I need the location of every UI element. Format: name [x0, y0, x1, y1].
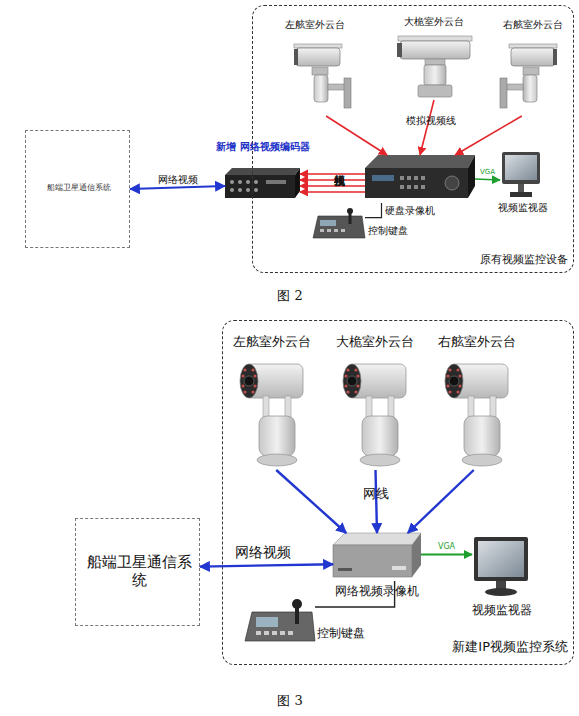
figure-caption: 图 3	[277, 692, 302, 710]
camera-illustration	[397, 36, 472, 97]
node-label: 右舷室外云台	[483, 19, 579, 31]
signal-connector	[455, 116, 522, 155]
signal-connector	[376, 470, 378, 533]
node-label: 控制键盘	[317, 626, 387, 640]
node-label: 网络视频录像机	[321, 584, 433, 598]
node-label: 新建IP视频监控系统	[413, 639, 568, 655]
signal-connector	[300, 185, 365, 187]
node-label: 船端卫星通信系统	[84, 553, 194, 589]
signal-connector	[300, 179, 365, 181]
keyboard-illustration	[245, 599, 315, 641]
signal-connector	[300, 191, 365, 193]
signal-connector	[408, 470, 474, 533]
ptz-camera: 右舷室外云台	[497, 38, 559, 116]
hard-disk-recorder: 硬盘录像机	[365, 155, 475, 203]
signal-connector	[300, 173, 365, 175]
camera-illustration	[294, 44, 351, 108]
node-label: 原有视频监控设备	[453, 253, 568, 266]
equipment-group: 新建IP视频监控系统左舷室外云台大桅室外云台右舷室外云台网络视频录像机视频监视器…	[222, 320, 574, 665]
connector-label: 模拟视频线	[406, 114, 456, 125]
signal-connector	[130, 186, 225, 189]
node-label: 右舷室外云台	[422, 334, 532, 350]
signal-connector	[420, 100, 434, 155]
ptz-camera: 大桅室外云台	[395, 35, 473, 100]
figure-caption: 图 2	[277, 287, 302, 305]
ptz-camera: 左舷室外云台	[235, 360, 310, 470]
connector-label: VGA	[438, 542, 455, 551]
signal-connector	[421, 554, 472, 556]
monitor-illustration	[502, 152, 540, 197]
signal-connector	[315, 581, 395, 607]
nvr-illustration	[333, 533, 421, 577]
network-video-recorder: 网络视频录像机	[333, 533, 421, 581]
keyboard-illustration	[313, 208, 365, 238]
connector-label: 网络视频	[235, 546, 291, 561]
node-label: 大桅室外云台	[320, 334, 430, 350]
ptz-camera: 大桅室外云台	[338, 360, 413, 470]
node-label: 船端卫星通信系统	[26, 183, 131, 192]
connector-label: 网线	[363, 486, 389, 500]
ptz-camera: 左舷室外云台	[292, 38, 354, 116]
node-label: 左舷室外云台	[217, 334, 327, 350]
control-keyboard: 控制键盘	[313, 208, 365, 240]
dvr-illustration	[365, 155, 475, 198]
monitor-illustration	[474, 537, 528, 596]
node-label: 视频监视器	[457, 603, 547, 617]
node-label: 硬盘录像机	[385, 205, 465, 217]
encoder-illustration	[225, 168, 300, 198]
control-keyboard: 控制键盘	[245, 598, 315, 643]
node-label: 大桅室外云台	[380, 16, 488, 28]
camera-illustration	[445, 364, 508, 466]
video-monitor: 视频监视器	[472, 535, 532, 600]
node-label: 控制键盘	[368, 225, 428, 237]
node-label: 新增 网络视频编码器	[213, 141, 313, 153]
satellite-system: 船端卫星通信系统	[75, 518, 200, 626]
connector-label: 网络视频	[158, 173, 198, 184]
video-monitor: 视频监视器	[500, 150, 545, 200]
node-label: 视频监视器	[487, 202, 559, 214]
signal-connector	[365, 203, 382, 218]
signal-connector	[326, 116, 387, 155]
signal-connector	[200, 564, 333, 566]
camera-illustration	[240, 364, 303, 466]
signal-connector	[276, 470, 346, 533]
node-label: 左舷室外云台	[260, 19, 370, 31]
camera-illustration	[500, 44, 557, 108]
equipment-group: 原有视频监控设备左舷室外云台大桅室外云台右舷室外云台硬盘录像机视频监视器控制键盘	[252, 5, 574, 273]
camera-illustration	[343, 364, 406, 466]
connector-label: VGA	[480, 169, 495, 177]
video-encoder: 新增 网络视频编码器	[225, 168, 300, 198]
signal-connector	[475, 179, 500, 180]
ptz-camera: 右舷室外云台	[440, 360, 515, 470]
satellite-system: 船端卫星通信系统	[25, 130, 130, 248]
